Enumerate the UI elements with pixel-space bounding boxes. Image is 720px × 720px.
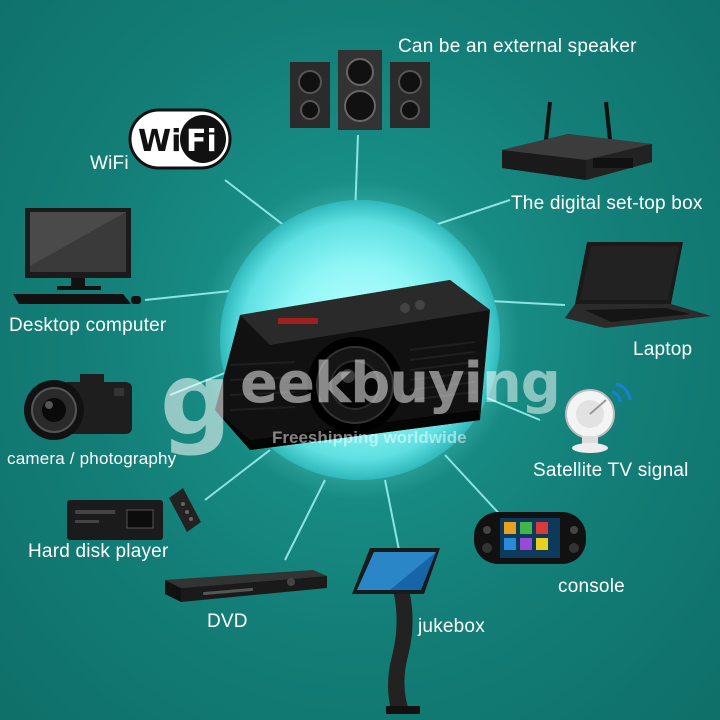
label-satellite: Satellite TV signal [533, 460, 689, 481]
wifi-icon: Wi Fi [128, 108, 232, 170]
label-speaker: Can be an external speaker [398, 36, 637, 57]
label-desktop: Desktop computer [9, 315, 167, 336]
desktop-computer-icon [13, 208, 141, 304]
label-camera: camera / photography [7, 449, 177, 468]
speaker-icon [290, 50, 430, 130]
console-icon [474, 512, 586, 564]
projector [215, 280, 490, 450]
label-laptop: Laptop [633, 339, 693, 360]
jukebox-icon [352, 548, 440, 714]
camera-icon [24, 374, 132, 440]
wifi-logo-right: Fi [186, 124, 217, 159]
label-console: console [558, 576, 625, 597]
wifi-logo-left: Wi [138, 124, 181, 159]
label-harddisk: Hard disk player [28, 541, 169, 562]
label-dvd: DVD [207, 611, 248, 632]
satellite-dish-icon [565, 382, 632, 453]
laptop-icon [565, 242, 711, 328]
label-settop: The digital set-top box [511, 193, 703, 214]
label-jukebox: jukebox [418, 616, 485, 637]
dvd-player-icon [165, 570, 327, 602]
hard-disk-player-icon [67, 488, 201, 540]
settop-box-icon [502, 101, 652, 180]
label-wifi: WiFi [90, 153, 129, 174]
